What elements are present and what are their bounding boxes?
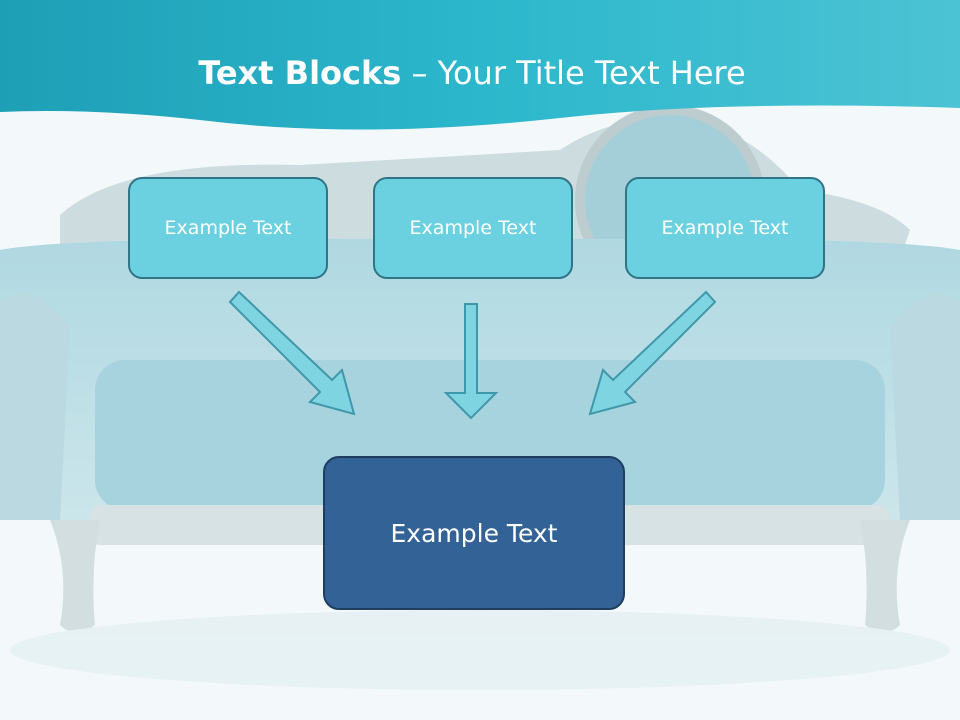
title-rest: – Your Title Text Here — [401, 54, 746, 92]
text-block-3-label: Example Text — [661, 217, 789, 239]
text-block-2: Example Text — [373, 177, 573, 279]
slide-title: Text Blocks – Your Title Text Here — [0, 54, 944, 92]
arrow-right — [588, 290, 717, 416]
arrow-middle — [443, 303, 499, 420]
main-text-block: Example Text — [323, 456, 625, 610]
text-block-1: Example Text — [128, 177, 328, 279]
text-block-2-label: Example Text — [409, 217, 537, 239]
text-block-1-label: Example Text — [164, 217, 292, 239]
title-bold: Text Blocks — [198, 54, 402, 92]
sofa-illustration — [0, 105, 960, 690]
header-band — [0, 0, 960, 130]
arrow-left — [228, 290, 356, 416]
text-block-3: Example Text — [625, 177, 825, 279]
main-text-block-label: Example Text — [390, 518, 558, 548]
